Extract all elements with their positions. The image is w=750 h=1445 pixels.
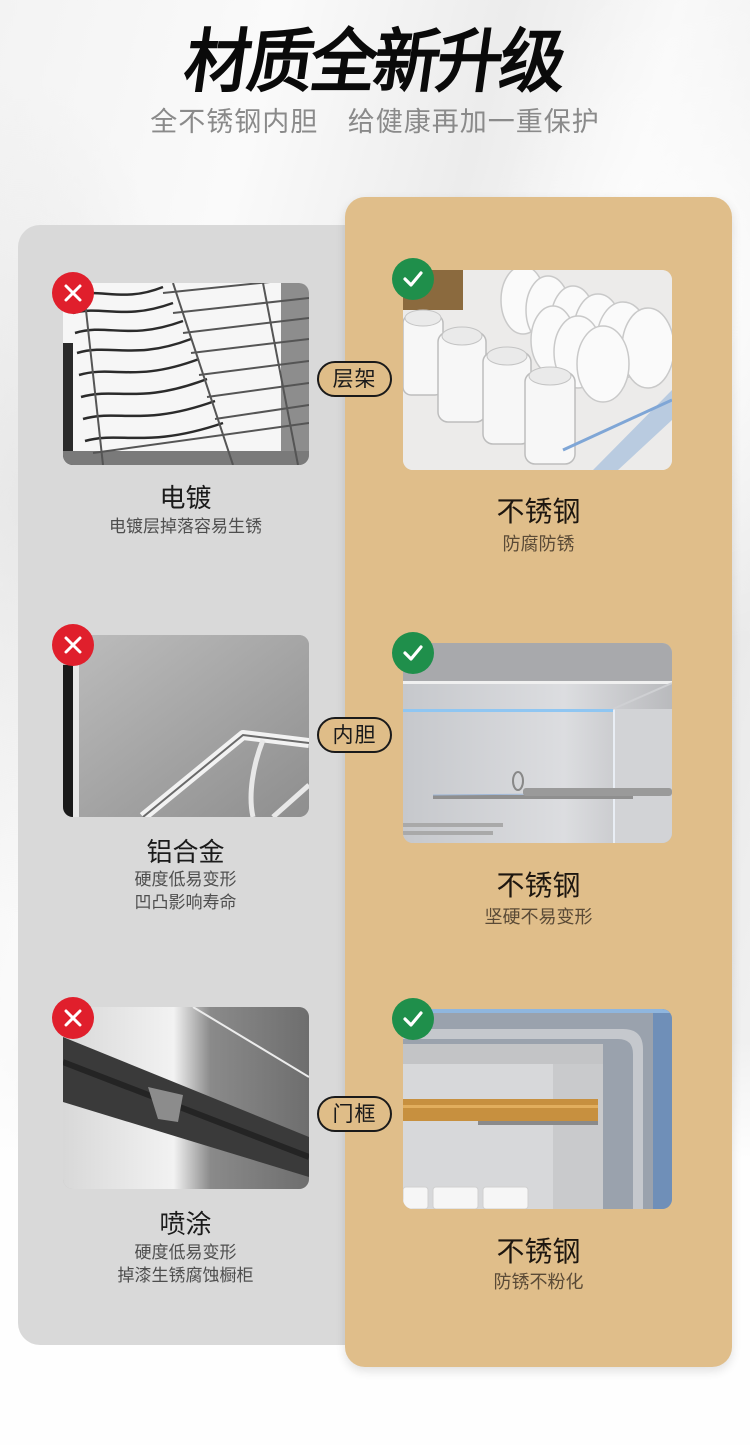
page-subtitle: 全不锈钢内胆 给健康再加一重保护: [150, 107, 600, 138]
steel-interior-photo: [403, 643, 672, 843]
check-icon: [392, 998, 434, 1040]
page-title: 材质全新升级: [179, 21, 569, 103]
good-material-title: 不锈钢: [496, 495, 581, 528]
bad-material-desc: 电镀层掉落容易生锈: [109, 517, 262, 537]
check-icon: [392, 632, 434, 674]
rusty-frame-photo: [63, 1007, 309, 1189]
wire-rack-photo: [63, 283, 309, 465]
x-icon: [52, 272, 94, 314]
check-icon: [392, 258, 434, 300]
x-icon: [52, 624, 94, 666]
category-tag-liner: 内胆: [317, 717, 392, 753]
good-material-title: 不锈钢: [496, 869, 581, 902]
bad-material-title: 铝合金: [146, 838, 225, 868]
category-tag-shelf: 层架: [317, 361, 392, 397]
x-icon: [52, 997, 94, 1039]
category-tag-door-frame: 门框: [317, 1096, 392, 1132]
good-material-desc: 防腐防锈: [502, 534, 575, 555]
bad-material-desc: 硬度低易变形 掉漆生锈腐蚀橱柜: [117, 1243, 254, 1286]
good-material-desc: 坚硬不易变形: [484, 907, 593, 928]
good-material-title: 不锈钢: [496, 1235, 581, 1268]
steel-door-frame-photo: [403, 1009, 672, 1209]
dish-rack-photo: [403, 270, 672, 470]
bad-material-desc: 硬度低易变形 凹凸影响寿命: [134, 870, 237, 913]
aluminum-rail-photo: [63, 635, 309, 817]
bad-material-title: 喷涂: [159, 1210, 212, 1240]
bad-material-title: 电镀: [159, 484, 212, 514]
good-material-desc: 防锈不粉化: [493, 1272, 584, 1293]
